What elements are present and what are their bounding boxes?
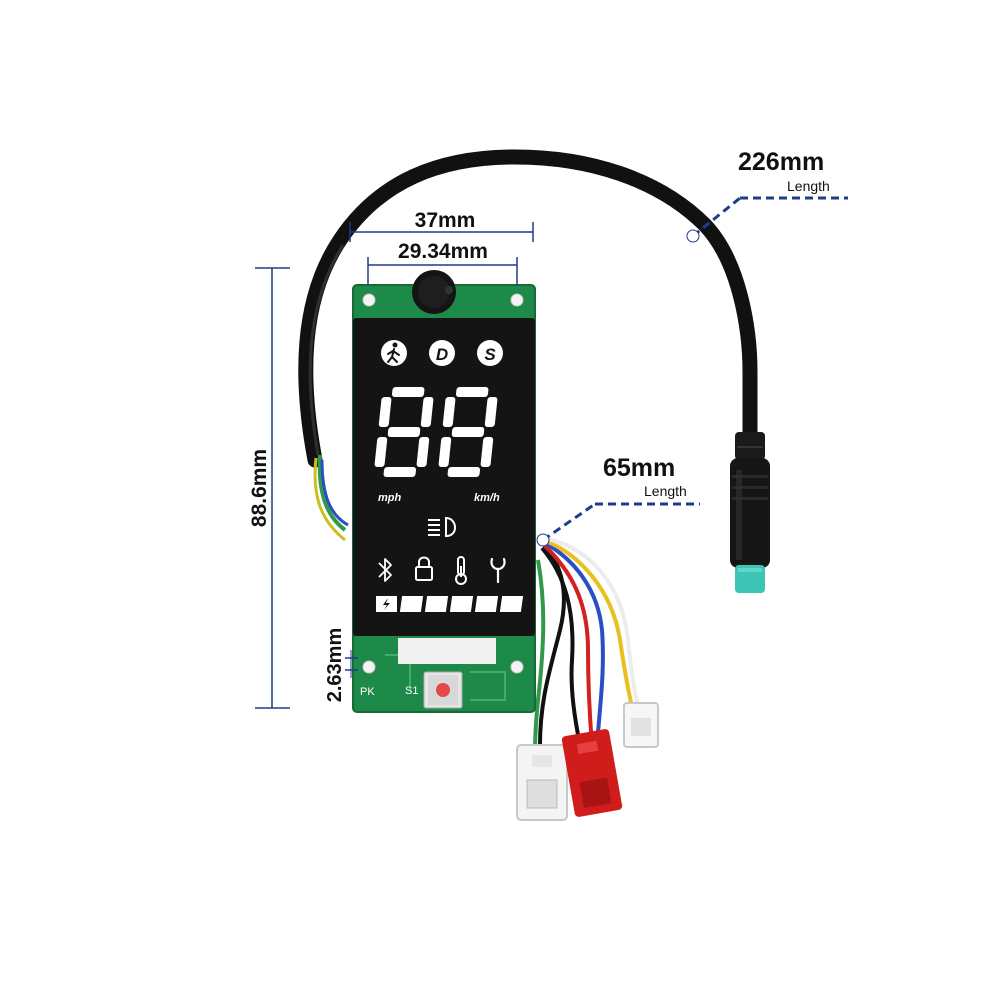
headlight-icon: [428, 516, 456, 538]
speed-digits: [374, 387, 498, 477]
lock-icon: [415, 556, 433, 581]
cable-length-caption: Length: [787, 178, 830, 194]
wire-harness: [313, 454, 642, 761]
svg-text:D: D: [436, 345, 448, 364]
digit-segment: [480, 437, 494, 467]
unit-mph: mph: [378, 492, 402, 504]
digit-segment: [447, 467, 481, 477]
battery-segment: [399, 596, 424, 612]
digit-segment: [438, 437, 452, 467]
cable-length-label: 226mm: [738, 148, 824, 176]
main-cable: [298, 149, 758, 468]
mount-hole-icon: [510, 660, 524, 674]
speed-digit: [438, 387, 498, 477]
waterproof-connector: [730, 432, 770, 593]
board-height-dimension: 88.6mm: [248, 267, 290, 709]
walk-mode-icon: [381, 340, 407, 366]
battery-segment: [449, 596, 474, 612]
digit-segment: [484, 397, 498, 427]
mount-hole-icon: [362, 293, 376, 307]
button-offset-dimension: 2.63mm: [324, 628, 358, 703]
digit-segment: [451, 427, 485, 437]
board-height-label: 88.6mm: [248, 449, 271, 527]
digit-segment: [383, 467, 417, 477]
digit-segment: [387, 427, 421, 437]
digit-segment: [416, 437, 430, 467]
button-offset-label: 2.63mm: [324, 628, 346, 703]
unit-kmh: km/h: [474, 492, 500, 504]
battery-segment: [424, 596, 449, 612]
digit-segment: [442, 397, 456, 427]
s1-button[interactable]: [423, 671, 463, 709]
battery-segment: [474, 596, 499, 612]
mount-hole-icon: [362, 660, 376, 674]
cable-length-callout: 226mm Length: [686, 148, 848, 243]
battery-segment: [499, 596, 524, 612]
digit-segment: [455, 387, 489, 397]
digit-segment: [420, 397, 434, 427]
board-width-label: 37mm: [415, 209, 476, 232]
svg-text:S: S: [484, 345, 496, 364]
thermometer-icon: [455, 556, 467, 585]
mode-s-badge: S: [477, 340, 503, 366]
silkscreen-s1: S1: [405, 685, 418, 697]
wrench-icon: [490, 557, 506, 584]
wire-length-callout: 65mm Length: [536, 454, 700, 547]
board-width-dimension: 37mm: [349, 209, 534, 242]
mount-hole-icon: [510, 293, 524, 307]
digit-segment: [374, 437, 388, 467]
board-header: [398, 638, 496, 664]
bluetooth-icon: [378, 558, 392, 582]
red-connector: [561, 729, 623, 817]
mode-d-badge: D: [429, 340, 455, 366]
wire-length-label: 65mm: [603, 454, 675, 482]
lightning-icon: [383, 598, 390, 610]
lcd-width-dimension: 29.34mm: [367, 240, 518, 285]
battery-indicator: [376, 596, 524, 612]
silkscreen-pk: PK: [360, 686, 375, 698]
digit-segment: [378, 397, 392, 427]
white-connector-large: [516, 744, 568, 821]
speed-digit: [374, 387, 434, 477]
lcd-display: D S mph km/h: [353, 318, 535, 636]
wire-length-caption: Length: [644, 483, 687, 499]
digit-segment: [391, 387, 425, 397]
lcd-width-label: 29.34mm: [398, 240, 488, 263]
buzzer: [412, 270, 456, 314]
white-connector-small: [623, 702, 659, 748]
